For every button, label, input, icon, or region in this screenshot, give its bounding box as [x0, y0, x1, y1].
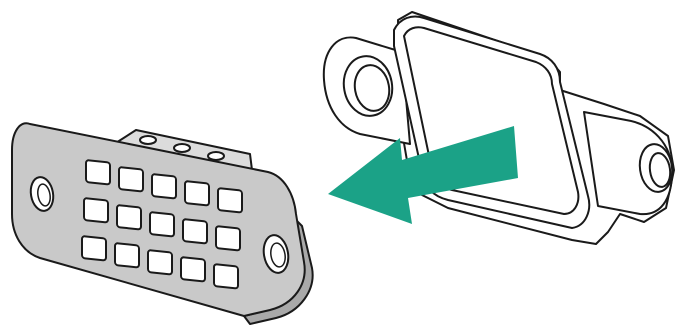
- cover-tab-dimple-3: [208, 152, 224, 160]
- vent-hole: [119, 167, 143, 192]
- vent-hole: [216, 226, 240, 251]
- cover-tab-dimple-1: [140, 136, 156, 144]
- vent-hole: [84, 198, 108, 223]
- vent-hole: [86, 160, 110, 185]
- vent-hole: [117, 205, 141, 230]
- vent-hole: [152, 174, 176, 199]
- vent-hole: [150, 212, 174, 237]
- cover-tab-dimple-2: [174, 144, 190, 152]
- vent-hole: [148, 250, 172, 275]
- vent-hole: [82, 236, 106, 261]
- vga-port-cover: [12, 123, 313, 324]
- vent-hole: [115, 243, 139, 268]
- vent-hole: [218, 188, 242, 213]
- vent-hole: [183, 219, 207, 244]
- vent-hole: [214, 264, 238, 289]
- vent-hole: [185, 181, 209, 206]
- vent-hole: [181, 257, 205, 282]
